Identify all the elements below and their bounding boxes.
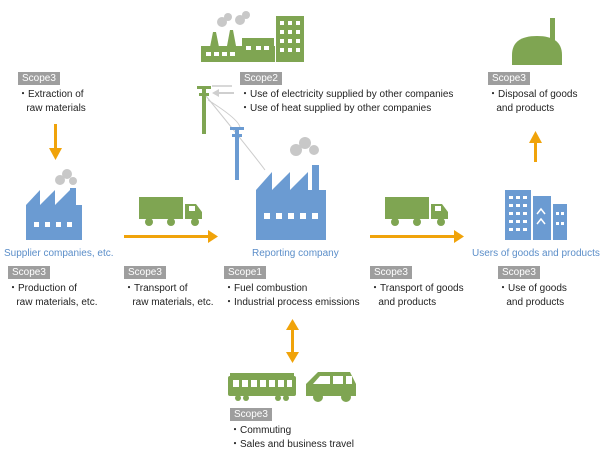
arrow-reporting-to-users [370, 230, 464, 243]
arrow-extraction-to-supplier [49, 124, 62, 160]
car-icon [306, 372, 356, 402]
electricity-text: ・Use of electricity supplied by other co… [240, 89, 454, 114]
truck-raw-materials-icon [139, 197, 202, 226]
production-text: ・Production of raw materials, etc. [8, 283, 98, 308]
scope-badge-production: Scope3 [8, 266, 50, 279]
transport-raw-text: ・Transport of raw materials, etc. [124, 283, 214, 308]
arrow-reporting-commuting [286, 319, 299, 363]
green-power-pole-icon [197, 86, 211, 134]
scope-badge-fuel: Scope1 [224, 266, 266, 279]
reporting-label: Reporting company [252, 248, 339, 259]
truck-goods-icon [385, 197, 448, 226]
disposal-facility-icon [512, 18, 562, 65]
transport-goods-text: ・Transport of goods and products [370, 283, 464, 308]
arrow-users-to-disposal [529, 131, 542, 162]
power-plant-icon [201, 11, 304, 62]
blue-power-pole-icon [230, 127, 244, 180]
reporting-factory-icon [256, 137, 326, 240]
fuel-text: ・Fuel combustion・Industrial process emis… [224, 283, 360, 308]
scope-badge-transport-goods: Scope3 [370, 266, 412, 279]
extraction-text: ・Extraction of raw materials [18, 89, 86, 114]
use-goods-text: ・Use of goods and products [498, 283, 567, 308]
supplier-label: Supplier companies, etc. [4, 248, 114, 259]
scope-badge-use-goods: Scope3 [498, 266, 540, 279]
users-building-icon [505, 190, 567, 240]
scope-badge-extraction: Scope3 [18, 72, 60, 85]
arrow-supplier-to-reporting [124, 230, 218, 243]
scope-badge-electricity: Scope2 [240, 72, 282, 85]
disposal-text: ・Disposal of goods and products [488, 89, 578, 114]
supplier-factory-icon [26, 169, 82, 240]
commuting-text: ・Commuting・Sales and business travel [230, 425, 354, 450]
scope-badge-disposal: Scope3 [488, 72, 530, 85]
scope-badge-commuting: Scope3 [230, 408, 272, 421]
users-label: Users of goods and products [472, 248, 600, 259]
train-icon [228, 373, 296, 401]
scope-badge-transport-raw: Scope3 [124, 266, 166, 279]
